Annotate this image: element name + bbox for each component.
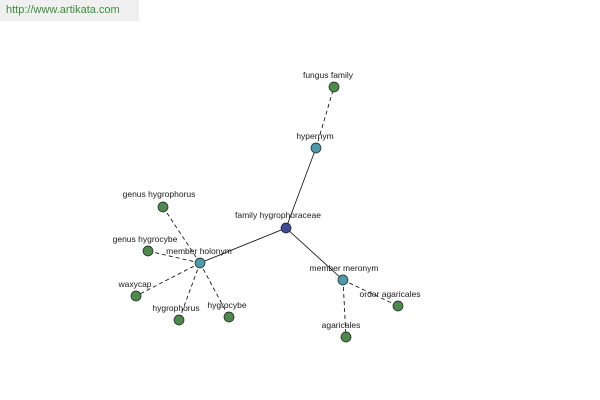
node-hygrophorus[interactable]: [173, 314, 185, 326]
source-url-banner[interactable]: http://www.artikata.com: [0, 0, 139, 21]
edge-root-member-meronym: [285, 227, 344, 281]
edge-holonym-hygrophorus: [178, 262, 201, 321]
labels: family hygrophoraceae hypernym fungus fa…: [113, 70, 421, 330]
label-waxycap[interactable]: waxycap: [117, 279, 151, 289]
label-order-agaricales[interactable]: order agaricales: [360, 289, 421, 299]
node-root[interactable]: [280, 222, 292, 234]
node-member-meronym[interactable]: [337, 274, 349, 286]
label-agaricales[interactable]: agaricales: [322, 320, 361, 330]
label-member-meronym[interactable]: member meronym: [310, 263, 379, 273]
label-root[interactable]: family hygrophoraceae: [235, 210, 321, 220]
edges: [135, 86, 399, 338]
nodes: [130, 81, 404, 343]
edge-meronym-agaricales: [342, 279, 347, 338]
label-hygrocybe[interactable]: hygrocybe: [207, 300, 246, 310]
node-genus-hygrophorus[interactable]: [157, 201, 169, 213]
node-agaricales[interactable]: [340, 331, 352, 343]
node-waxycap[interactable]: [130, 290, 142, 302]
node-genus-hygrocybe[interactable]: [142, 245, 154, 257]
edge-root-hypernym: [285, 147, 317, 229]
node-order-agaricales[interactable]: [392, 300, 404, 312]
edge-holonym-genus-hygrocybe: [147, 250, 201, 264]
edge-root-member-holonym: [199, 227, 287, 264]
node-hypernym[interactable]: [310, 142, 322, 154]
node-member-holonym[interactable]: [194, 257, 206, 269]
edge-holonym-waxycap: [135, 262, 201, 297]
label-fungus-family[interactable]: fungus family: [303, 70, 354, 80]
edge-hypernym-fungus-family: [315, 86, 335, 149]
label-member-holonym[interactable]: member holonym: [166, 246, 232, 256]
label-genus-hygrophorus[interactable]: genus hygrophorus: [123, 189, 196, 199]
node-fungus-family[interactable]: [328, 81, 340, 93]
edge-holonym-hygrocybe: [199, 262, 230, 318]
label-genus-hygrocybe[interactable]: genus hygrocybe: [113, 234, 178, 244]
label-hypernym[interactable]: hypernym: [296, 131, 333, 141]
label-hygrophorus[interactable]: hygrophorus: [152, 303, 199, 313]
edge-meronym-order-agaricales: [342, 279, 399, 307]
node-hygrocybe[interactable]: [223, 311, 235, 323]
